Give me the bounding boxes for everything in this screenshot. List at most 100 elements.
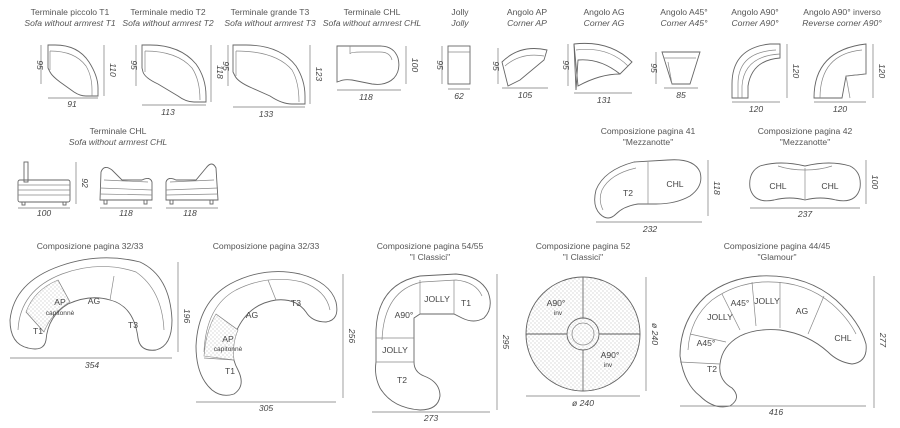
width-dimension: 100 xyxy=(37,208,52,218)
height-dimension: 118 xyxy=(215,65,225,79)
width-dimension: 232 xyxy=(642,224,658,234)
width-dimension: 91 xyxy=(67,99,77,109)
composition-title: Composizione pagina 32/33 xyxy=(37,241,144,251)
module-subtitle: Jolly xyxy=(450,18,469,28)
module-title: Terminale medio T2 xyxy=(130,7,206,17)
module-chl: Terminale CHL Sofa without armrest CHL 1… xyxy=(323,7,422,102)
width-dimension: 133 xyxy=(259,109,274,119)
composition-outline xyxy=(195,271,338,396)
module-sublabel: inv xyxy=(554,310,563,317)
width-dimension: ø 240 xyxy=(572,398,594,408)
module-label: T1 xyxy=(461,298,471,308)
module-label: JOLLY xyxy=(754,296,780,306)
module-sublabel: capitonnè xyxy=(214,346,243,353)
height-dimension: 100 xyxy=(870,175,880,190)
module-corner-a90: Angolo A90° Corner A90° 120 120 xyxy=(731,7,801,114)
module-title: Terminale CHL xyxy=(90,126,147,136)
composition-title: Composizione pagina 42 xyxy=(758,126,853,136)
module-label: A90° xyxy=(395,310,414,320)
height-dimension: 277 xyxy=(878,332,888,349)
module-title: Terminale piccolo T1 xyxy=(31,7,110,17)
composition-42: Composizione pagina 42 "Mezzanotte" CHL … xyxy=(749,126,880,219)
module-title: Angolo A90° inverso xyxy=(803,7,881,17)
composition-outline xyxy=(594,159,702,219)
module-corner-ag: Angolo AG Corner AG 95 131 xyxy=(561,7,633,105)
chl-side-view-right: 118 xyxy=(165,163,219,218)
composition-subtitle: "Glamour" xyxy=(757,252,796,262)
module-subtitle: Sofa without armrest CHL xyxy=(69,137,168,147)
module-subtitle: Corner AP xyxy=(507,18,547,28)
height-dimension: 295 xyxy=(501,334,511,350)
module-label: T2 xyxy=(623,188,633,198)
width-dimension: 118 xyxy=(119,208,133,218)
module-outline xyxy=(573,42,633,91)
width-dimension: 237 xyxy=(797,209,814,219)
chl-side-views: Terminale CHL Sofa without armrest CHL 9… xyxy=(17,126,219,218)
module-title: Terminale CHL xyxy=(344,7,401,17)
height-dimension: 100 xyxy=(410,58,420,73)
module-outline xyxy=(501,48,548,87)
module-outline xyxy=(447,45,471,85)
composition-outline xyxy=(749,162,861,202)
composition-41: Composizione pagina 41 "Mezzanotte" T2 C… xyxy=(594,126,722,234)
module-t3: Terminale grande T3 Sofa without armrest… xyxy=(221,7,324,119)
module-label: A45° xyxy=(731,298,750,308)
module-label: T3 xyxy=(291,298,301,308)
module-label: CHL xyxy=(769,181,786,191)
composition-title: Composizione pagina 32/33 xyxy=(213,241,320,251)
composition-subtitle: "Mezzanotte" xyxy=(623,137,674,147)
module-subtitle: Sofa without armrest T2 xyxy=(122,18,213,28)
height-dimension: 92 xyxy=(80,178,90,188)
module-label: CHL xyxy=(666,179,683,189)
module-label: A90° xyxy=(547,298,566,308)
module-label: T3 xyxy=(128,320,138,330)
module-subtitle: Sofa without armrest T3 xyxy=(224,18,315,28)
height-dimension: 110 xyxy=(108,63,118,77)
chl-front-view: 92 100 xyxy=(17,161,90,218)
module-title: Angolo A45° xyxy=(660,7,707,17)
depth-dimension: 95 xyxy=(649,63,659,73)
depth-dimension: 95 xyxy=(491,61,501,71)
width-dimension: 305 xyxy=(259,403,274,413)
depth-dimension: 95 xyxy=(221,61,231,71)
module-title: Terminale grande T3 xyxy=(231,7,310,17)
height-dimension: 123 xyxy=(314,67,324,82)
module-label: T1 xyxy=(225,366,235,376)
module-label: A45° xyxy=(697,338,716,348)
width-dimension: 273 xyxy=(423,413,439,423)
module-label: CHL xyxy=(834,333,851,343)
composition-44-45: Composizione pagina 44/45 "Glamour" A45°… xyxy=(679,241,888,417)
height-dimension: ø 240 xyxy=(650,323,660,345)
module-corner-ap: Angolo AP Corner AP 95 105 xyxy=(491,7,548,100)
composition-title: Composizione pagina 52 xyxy=(536,241,631,251)
module-t2: Terminale medio T2 Sofa without armrest … xyxy=(122,7,225,117)
module-title: Angolo A90° xyxy=(731,7,778,17)
depth-dimension: 95 xyxy=(561,60,571,70)
composition-outline xyxy=(679,275,867,408)
module-jolly: Jolly Jolly 95 62 xyxy=(435,7,471,101)
module-subtitle: Sofa without armrest CHL xyxy=(323,18,422,28)
module-label: A90° xyxy=(601,350,620,360)
module-outline xyxy=(47,44,99,97)
width-dimension: 120 xyxy=(833,104,848,114)
width-dimension: 416 xyxy=(769,407,784,417)
width-dimension: 118 xyxy=(183,208,197,218)
width-dimension: 354 xyxy=(85,360,100,370)
module-label: T2 xyxy=(397,375,407,385)
width-dimension: 105 xyxy=(518,90,533,100)
composition-title: Composizione pagina 54/55 xyxy=(377,241,484,251)
composition-outline xyxy=(9,257,173,351)
module-label: AG xyxy=(796,306,809,316)
depth-dimension: 95 xyxy=(129,60,139,70)
module-outline xyxy=(141,44,207,103)
module-label: JOLLY xyxy=(707,312,733,322)
width-dimension: 120 xyxy=(749,104,764,114)
module-outline xyxy=(661,51,701,85)
height-dimension: 196 xyxy=(182,309,192,324)
depth-dimension: 95 xyxy=(435,60,445,70)
width-dimension: 118 xyxy=(359,92,373,102)
module-t1: Terminale piccolo T1 Sofa without armres… xyxy=(24,7,118,109)
module-outline xyxy=(813,43,867,99)
composition-32-33-b: Composizione pagina 32/33 T3 AG AP capit… xyxy=(195,241,357,413)
